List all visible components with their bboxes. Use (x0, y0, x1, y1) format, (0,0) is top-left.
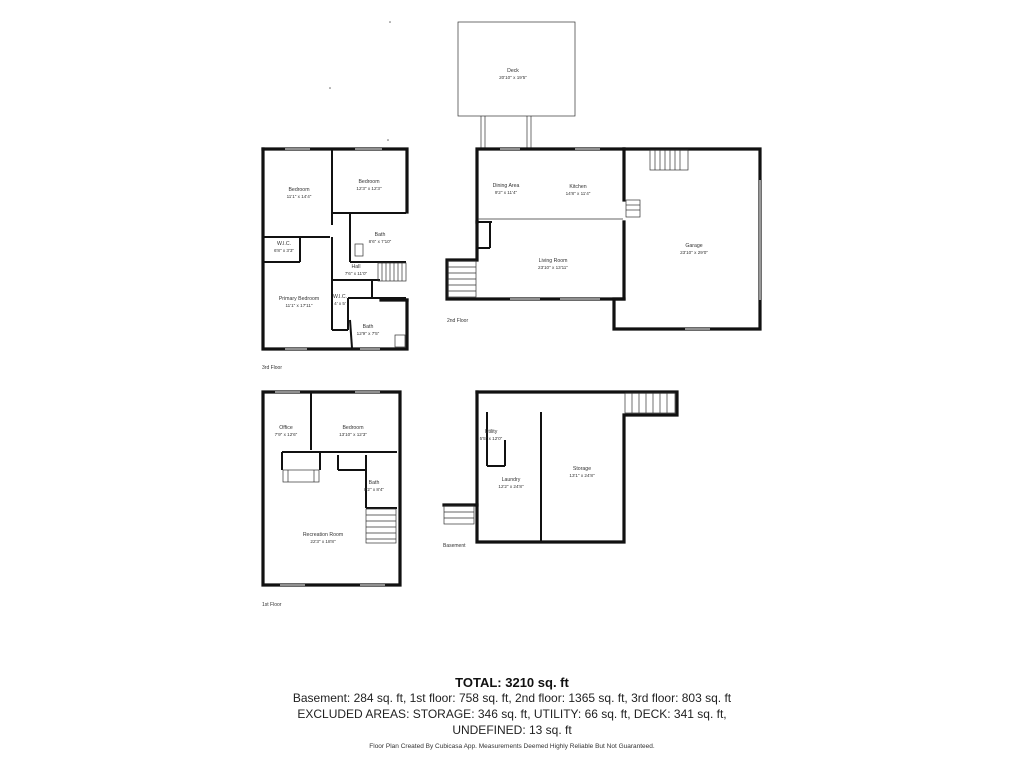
room-dims: 20'10" x 19'5" (499, 75, 527, 80)
second-floor-plan: Deck 20'10" x 19'5" Dining Area 9'2" x 1… (445, 21, 762, 331)
room-name: Deck (507, 68, 519, 74)
room-name: Laundry (502, 477, 521, 483)
floor-areas-line: Basement: 284 sq. ft, 1st floor: 758 sq.… (292, 691, 732, 705)
room-dims: 5'5" x 12'0" (480, 436, 503, 441)
third-floor-stairs (377, 262, 407, 282)
basement-plan: Utility 5'5" x 12'0" Laundry 12'2" x 24'… (442, 390, 679, 549)
room-name: Bedroom (288, 187, 309, 193)
room-name: Utility (485, 429, 498, 435)
room-name: Bath (375, 232, 386, 238)
excluded-areas-line: EXCLUDED AREAS: STORAGE: 346 sq. ft, UTI… (297, 707, 727, 721)
room-dims: 9'2" x 11'4" (495, 190, 518, 195)
first-floor-stairs (365, 508, 397, 544)
basement-stairs (443, 392, 676, 525)
room-dims: 11'1" x 14'4" (287, 194, 312, 199)
floor-label-2nd: 2nd Floor (447, 318, 468, 324)
room-name: Bedroom (358, 179, 379, 185)
room-dims: 8'6" x 7'10" (369, 239, 392, 244)
room-name: W.I.C. (277, 241, 291, 247)
room-name: Primary Bedroom (279, 296, 319, 302)
room-dims: 7'9" x 12'6" (275, 432, 298, 437)
room-dims: 8'2" x 8'4" (364, 487, 384, 492)
garage-stairs (625, 149, 689, 218)
room-name: Bath (369, 480, 380, 486)
room-dims: 23'10" x 13'11" (538, 265, 568, 270)
room-dims: 12'3" x 12'3" (356, 186, 382, 191)
first-floor-plan: Office 7'9" x 12'6" Bedroom 13'10" x 12'… (261, 390, 402, 608)
room-dims: 14'8" x 11'4" (566, 191, 591, 196)
room-name: Bedroom (342, 425, 363, 431)
room-dims: 4' x 5' (334, 301, 346, 306)
room-name: Dining Area (493, 183, 520, 189)
room-name: Bath (363, 324, 374, 330)
room-name: Office (279, 425, 293, 431)
room-name: Recreation Room (303, 532, 343, 538)
room-dims: 23'10" x 29'0" (680, 250, 708, 255)
room-name: Storage (573, 466, 591, 472)
room-dims: 6'8" x 3'3" (274, 248, 294, 253)
room-dims: 7'6" x 11'0" (345, 271, 368, 276)
room-name: Living Room (539, 258, 568, 264)
room-dims: 12'9" x 7'5" (357, 331, 380, 336)
room-name: W.I.C. (333, 294, 347, 300)
floor-label-3rd: 3rd Floor (262, 365, 282, 371)
room-dims: 13'10" x 12'3" (339, 432, 367, 437)
room-dims: 13'1" x 24'8" (569, 473, 595, 478)
third-floor-plan: Bedroom 11'1" x 14'4" Bedroom 12'3" x 12… (261, 147, 409, 371)
undefined-area-line: UNDEFINED: 13 sq. ft (452, 723, 572, 737)
floor-label-basement: Basement (443, 543, 466, 549)
room-name: Kitchen (569, 184, 586, 190)
second-floor-stairs (447, 260, 477, 298)
room-dims: 11'1" x 17'11" (285, 303, 312, 308)
room-dims: 22'3" x 18'8" (310, 539, 336, 544)
total-area: TOTAL: 3210 sq. ft (455, 675, 569, 690)
deck (457, 21, 576, 149)
footer-disclaimer: Floor Plan Created By Cubicasa App. Meas… (369, 743, 655, 750)
room-dims: 12'2" x 24'8" (498, 484, 524, 489)
floor-label-1st: 1st Floor (262, 602, 282, 608)
room-name: Garage (685, 243, 702, 249)
room-name: Hall (352, 264, 361, 270)
